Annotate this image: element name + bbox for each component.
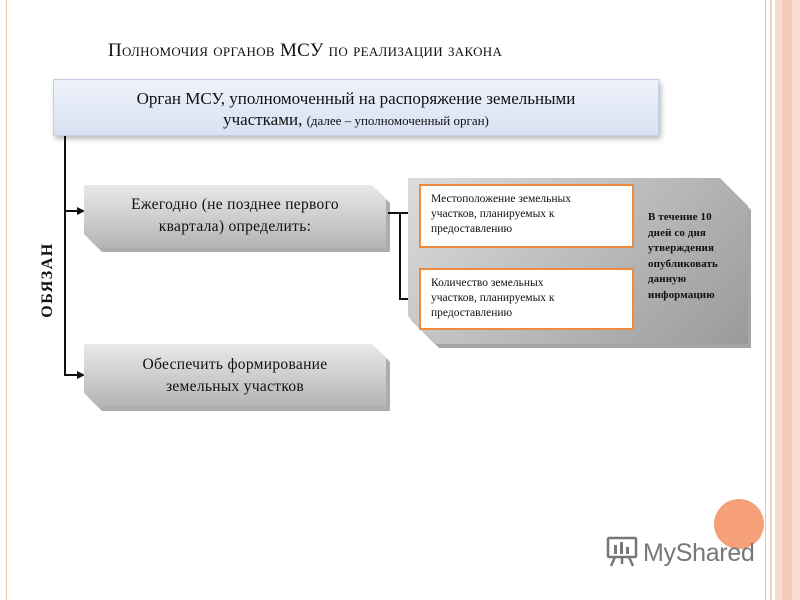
quantity-line-1: Количество земельных [431,277,544,289]
arrow-to-annual [77,207,85,215]
presentation-board-icon [605,534,639,573]
authority-line-2-main: участками, [223,110,303,129]
quantity-line-3: предоставлению [431,307,513,319]
note-line-2: дней со дня [648,226,706,239]
quantity-line-2: участков, планируемых к [431,292,555,304]
quantity-box: Количество земельных участков, планируем… [419,268,634,330]
frame-right-line [765,0,766,600]
location-line-1: Местоположение земельных [431,193,571,205]
authority-line-2-note: (далее – уполномоченный орган) [306,113,489,128]
connector-to-annual [64,210,78,212]
connector-branch-vertical [399,212,401,300]
annual-box: Ежегодно (не позднее первого квартала) о… [84,185,386,248]
arrow-to-formation [77,371,85,379]
formation-line-2: земельных участков [165,378,305,395]
note-line-6: информацию [648,288,715,301]
location-line-3: предоставлению [431,223,513,235]
connector-to-location [399,212,414,214]
note-line-4: опубликовать [648,257,718,270]
obligation-label-wrap: ОБЯЗАН [28,225,68,335]
annual-line-1: Ежегодно (не позднее первого [131,196,339,213]
note-line-3: утверждения [648,242,714,254]
formation-box: Обеспечить формирование земельных участк… [84,344,386,407]
publication-note: В течение 10 дней со дня утверждения опу… [648,210,744,303]
authority-line-2: участками, (далее – уполномоченный орган… [54,109,658,131]
myshared-logo[interactable]: MyShared [605,536,755,570]
slide-title: Полномочия органов МСУ по реализации зак… [108,40,503,61]
location-box: Местоположение земельных участков, плани… [419,184,634,248]
note-line-1: В течение 10 [648,211,712,223]
logo-text: MyShared [643,538,755,567]
frame-left-line [6,0,7,600]
connector-to-formation [64,374,78,376]
formation-line-1: Обеспечить формирование [142,356,328,373]
frame-right-band-inner [782,0,792,600]
note-line-5: данную [648,273,687,285]
annual-line-2: квартала) определить: [158,218,312,235]
connector-main-vertical [64,136,66,376]
location-line-2: участков, планируемых к [431,208,555,220]
decorative-circle [714,499,764,549]
authority-box: Орган МСУ, уполномоченный на распоряжени… [53,79,659,136]
frame-right-line-2 [770,0,772,600]
obligation-label: ОБЯЗАН [39,242,56,318]
connector-to-quantity [399,298,414,300]
connector-annual-out [388,212,400,214]
authority-line-1: Орган МСУ, уполномоченный на распоряжени… [136,89,576,108]
